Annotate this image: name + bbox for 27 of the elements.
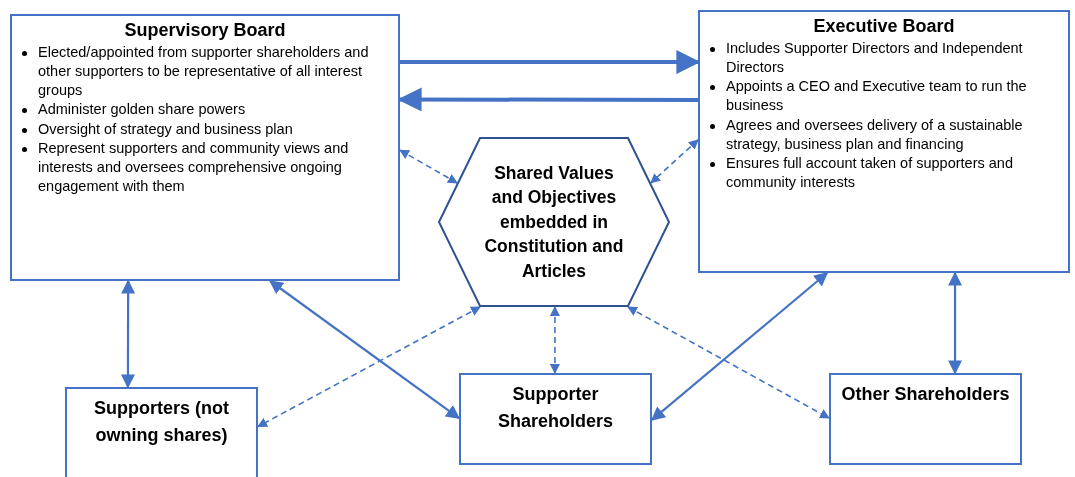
board-box [10, 14, 400, 281]
bullet-item: Appoints a CEO and Executive team to run the business [726, 77, 1028, 116]
bullet-item: Includes Supporter Directors and Independent Directors [726, 39, 1024, 78]
stakeholder-box [829, 373, 1022, 465]
dashed-arrow [650, 139, 699, 184]
bullet-item: Agrees and oversees delivery of a sustainable strategy, business plan and financing [726, 115, 1024, 154]
board-heading: Supervisory Board [123, 20, 287, 41]
bullet-item: Oversight of strategy and business plan [38, 119, 294, 139]
box-label: Other Shareholders [841, 383, 1010, 406]
board-box [698, 10, 1070, 273]
stakeholder-box [65, 387, 258, 477]
dashed-arrow [257, 306, 481, 428]
bullet-item: Elected/appointed from supporter shareholders and other supporters to be representative of all interest groups [38, 43, 370, 101]
bullet-item: Ensures full account taken of supporters and community interests [726, 153, 1014, 192]
bullet-item: Represent supporters and community views and interests and oversees comprehensive ongoing engagement with them [38, 138, 350, 196]
arrow [120, 279, 136, 389]
dashed-arrow [627, 306, 830, 419]
stakeholder-box [459, 373, 652, 465]
dashed-arrow [399, 149, 458, 184]
dashed-arrow [549, 306, 560, 374]
hexagon-text: Shared Values and Objectives embedded in Constitution and Articles [484, 161, 624, 283]
arrow [269, 280, 461, 419]
box-label: Supporters (not owning shares) [93, 397, 230, 447]
board-heading: Executive Board [812, 16, 956, 37]
box-label: Supporter Shareholders [496, 383, 614, 433]
bullet-item: Administer golden share powers [38, 100, 247, 120]
arrow [948, 271, 963, 375]
